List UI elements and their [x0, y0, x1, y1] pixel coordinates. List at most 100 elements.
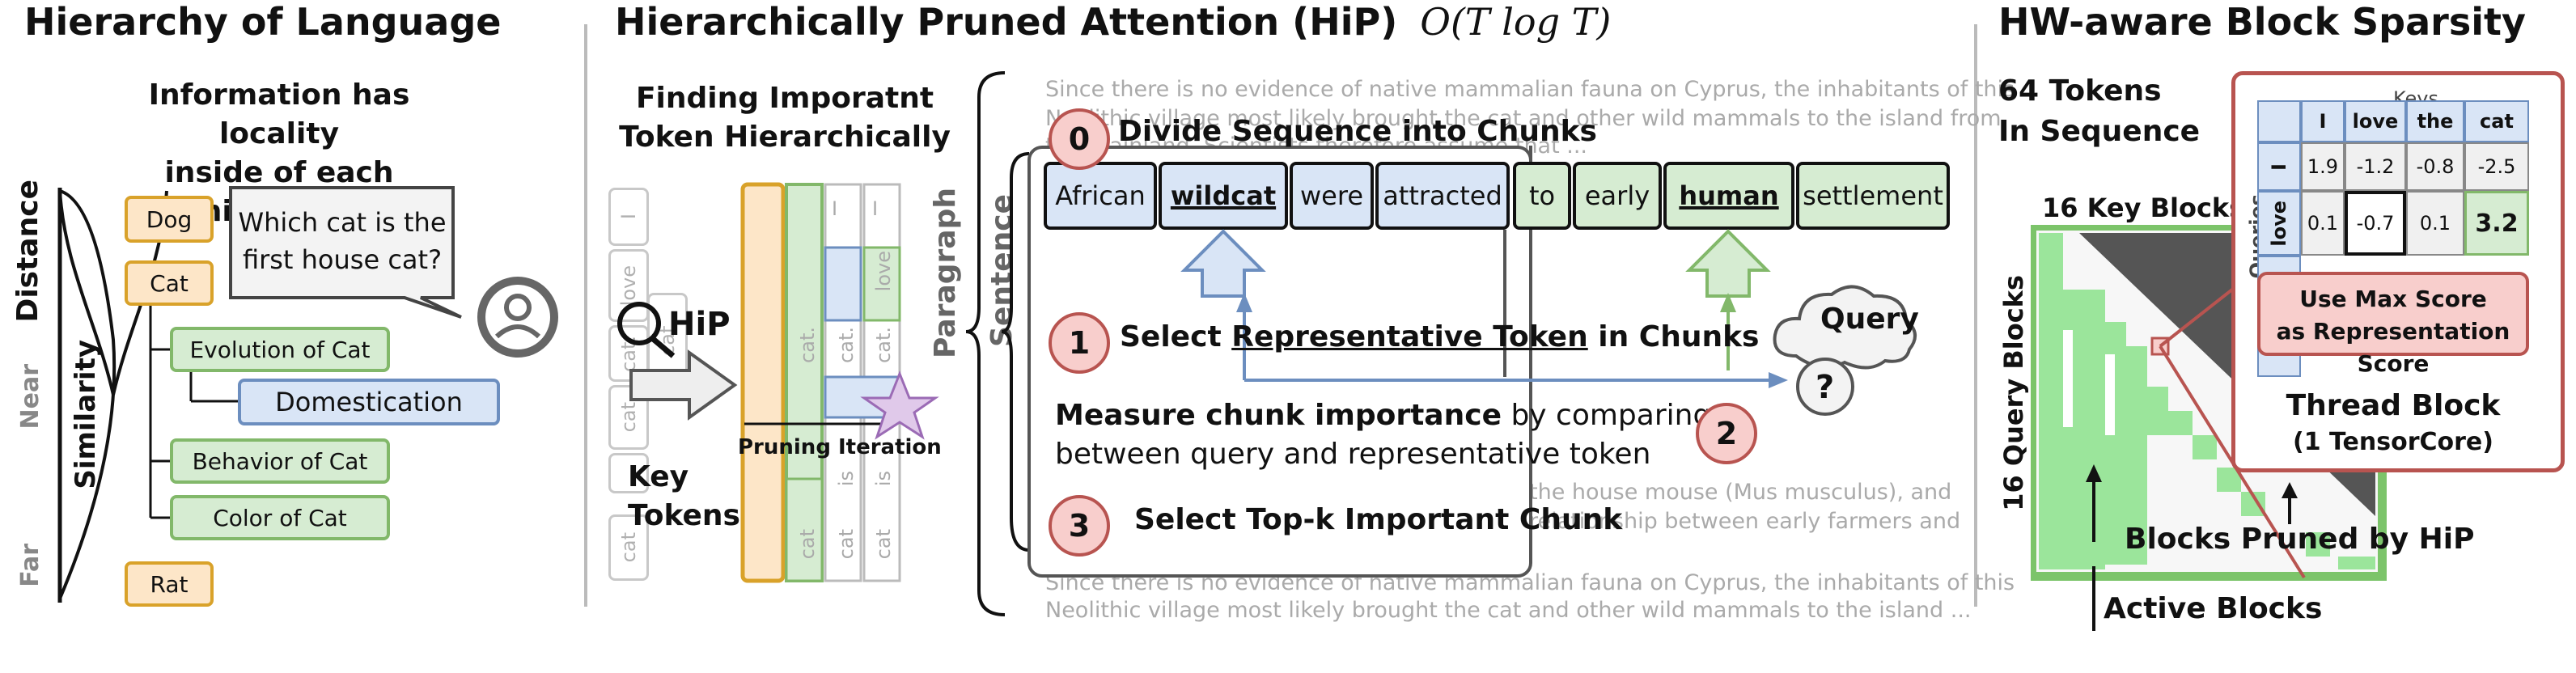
hip-title: Hierarchically Pruned Attention (HiP) — [615, 0, 1398, 44]
stack-token-cat-e: cat — [835, 529, 858, 560]
step0-label: Divide Sequence into Chunks — [1118, 115, 1597, 148]
cell-r1c3: -0.8 — [2406, 142, 2464, 191]
pruning-iteration-label: Pruning Iteration — [738, 435, 942, 459]
hip-arrow — [629, 349, 738, 421]
tensorcore-label: (1 TensorCore) — [2293, 428, 2493, 456]
gray-token-love: love — [608, 249, 649, 322]
stack-token-i2: I — [872, 197, 879, 220]
token-african: African — [1044, 162, 1157, 230]
cell-r1c2: -1.2 — [2345, 142, 2406, 191]
tokens-line1: 64 Tokens — [1998, 74, 2162, 108]
orange-column — [740, 182, 786, 583]
left-panel-title: Hierarchy of Language — [24, 0, 502, 44]
cell-r1c4: -2.5 — [2464, 142, 2529, 191]
bg-text-line7: Neolithic village most likely brought th… — [1045, 598, 1972, 623]
middle-panel-title: Hierarchically Pruned Attention (HiP) O(… — [615, 0, 1611, 44]
axis-similarity-label: Similarity — [70, 340, 102, 489]
stack-token-cat-a: cat. — [796, 327, 819, 363]
stack-token-cat-c: cat. — [872, 327, 895, 363]
cell-r2c4-max: 3.2 — [2464, 191, 2529, 256]
token-settlement: settlement — [1796, 162, 1950, 230]
node-domestication: Domestication — [238, 379, 500, 425]
query-cloud-svg — [1773, 285, 1917, 416]
bubble-line1: Which cat is the — [238, 207, 447, 238]
cell-r2c2: -0.7 — [2345, 191, 2406, 256]
measure-bold: Measure chunk importance — [1055, 399, 1502, 432]
query-blocks-label: 16 Query Blocks — [1998, 275, 2029, 511]
sentence-brace — [1001, 152, 1030, 552]
bg-text-line5: relationship between early farmers and — [1529, 509, 1961, 534]
node-rat: Rat — [125, 561, 214, 607]
gray-token-empty — [608, 453, 649, 493]
thread-block-label: Thread Block (1 TensorCore) — [2257, 387, 2529, 459]
question-circle — [1796, 358, 1854, 416]
active-blocks — [2039, 233, 2375, 569]
key-tokens-label: Key Tokens — [628, 458, 740, 535]
stack-token-is-a: is — [835, 471, 858, 487]
gray-token-cat3: cat — [608, 514, 649, 581]
node-dog: Dog — [125, 196, 214, 243]
bg-text-line1: Since there is no evidence of native mam… — [1045, 77, 2015, 102]
green-up-arrow — [1685, 229, 1771, 298]
star-icon — [860, 370, 939, 440]
key-header-i: I — [2301, 100, 2345, 142]
key-header-the: the — [2406, 100, 2464, 142]
max-score-line1: Use Max Score — [2299, 286, 2487, 312]
tokens-in-sequence: 64 Tokens In Sequence — [1998, 71, 2200, 152]
stack-token-is-b: is — [872, 471, 895, 487]
stack-token-cat-b: cat. — [835, 327, 858, 363]
tokens-line2: In Sequence — [1998, 115, 2201, 148]
speech-bubble-text: Which cat is the first house cat? — [233, 204, 451, 278]
measure-line2: between query and representative token — [1055, 438, 1651, 471]
query-header-love: love — [2257, 191, 2301, 256]
paragraph-label: Paragraph — [929, 188, 962, 358]
step2-circle: 2 — [1696, 403, 1757, 464]
node-cat: Cat — [125, 260, 214, 306]
bubble-line2: first house cat? — [242, 244, 443, 275]
max-score-line2: as Representation Score — [2276, 318, 2510, 377]
key-tokens-line1: Key — [628, 460, 689, 493]
thread-block-title: Thread Block — [2286, 389, 2501, 422]
step1-circle: 1 — [1049, 312, 1110, 374]
gray-token-i: I — [608, 188, 649, 246]
speech-bubble — [229, 186, 462, 319]
cell-r2c3: 0.1 — [2406, 191, 2464, 256]
token-attracted: attracted — [1375, 162, 1510, 230]
cell-r2c1: 0.1 — [2301, 191, 2345, 256]
node-color: Color of Cat — [170, 495, 390, 540]
node-evolution: Evolution of Cat — [170, 327, 390, 372]
stack-token-cat-f: cat — [872, 529, 895, 560]
stack-token-i: I — [832, 197, 838, 220]
key-tokens-line2: Tokens — [628, 499, 740, 532]
brace-svg — [965, 71, 1030, 616]
divider-right — [1974, 24, 1977, 607]
complexity-label: O(T log T) — [1420, 0, 1612, 44]
left-tree-svg — [57, 186, 558, 603]
max-score-callout: Use Max Score as Representation Score — [2257, 272, 2529, 377]
key-header-love: love — [2345, 100, 2406, 142]
key-blocks-label: 16 Key Blocks — [2042, 193, 2245, 223]
left-subtitle-line1: Information has locality — [148, 78, 410, 150]
key-header-cat: cat — [2464, 100, 2529, 142]
middle-arrows-svg — [1180, 229, 1788, 388]
step3-label: Select Top-k Important Chunk — [1134, 503, 1623, 536]
stack-token-cat-d: cat — [796, 529, 819, 560]
hip-graphic-svg — [617, 182, 939, 583]
token-were: were — [1290, 162, 1374, 230]
gray-token-cat2: cat — [608, 385, 649, 450]
blue-up-arrow — [1180, 229, 1266, 298]
token-to: to — [1513, 162, 1571, 230]
matrix-corner — [2257, 100, 2301, 142]
active-label: Active Blocks — [2104, 592, 2323, 625]
query-label: Query — [1820, 303, 1919, 336]
stack-token-love: love — [872, 251, 895, 292]
cell-r1c1: 1.9 — [2301, 142, 2345, 191]
node-behavior: Behavior of Cat — [170, 438, 390, 484]
pruned-label: Blocks Pruned by HiP — [2125, 523, 2475, 556]
step1-label: Select Representative Token in Chunks — [1120, 320, 1760, 353]
divider-left — [584, 24, 587, 607]
step1-underlined: Representative Token — [1231, 320, 1588, 353]
finding-line1: Finding Imporatnt — [635, 82, 934, 115]
bg-text-line4: the house mouse (Mus musculus), and — [1529, 480, 1952, 505]
query-header-i: I — [2257, 142, 2301, 191]
